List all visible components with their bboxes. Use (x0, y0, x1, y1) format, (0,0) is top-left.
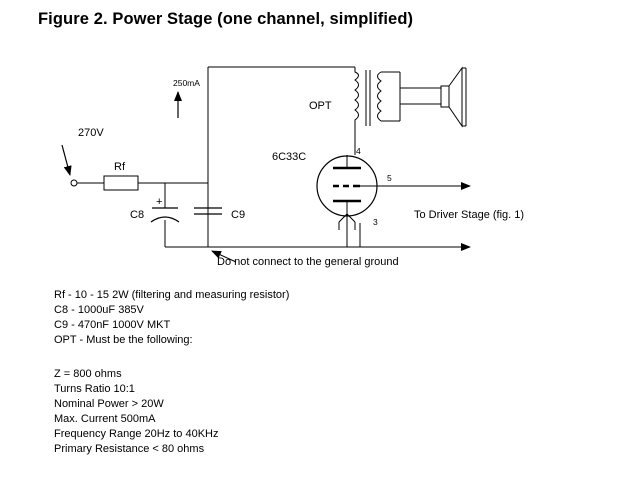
part-opt: OPT - Must be the following: (54, 334, 193, 346)
driver-stage-label: To Driver Stage (fig. 1) (414, 209, 524, 221)
figure-title: Figure 2. Power Stage (one channel, simp… (38, 10, 414, 28)
rf-resistor (103, 175, 139, 191)
pin3-label: 3 (373, 217, 378, 227)
supply-voltage-arrow (61, 144, 72, 176)
spec-frequency-range: Frequency Range 20Hz to 40KHz (54, 428, 219, 440)
spec-impedance: Z = 800 ohms (54, 368, 122, 380)
part-c8: C8 - 1000uF 385V (54, 304, 144, 316)
c8-capacitor (150, 207, 180, 223)
pin5-label: 5 (387, 173, 392, 183)
part-rf: Rf - 10 - 15 2W (filtering and measuring… (54, 289, 290, 301)
current-label: 250mA (173, 78, 200, 88)
output-transformer (354, 67, 401, 128)
tube-label: 6C33C (272, 151, 306, 163)
supply-voltage-label: 270V (78, 127, 104, 139)
c8-label: C8 (130, 209, 144, 221)
rf-label: Rf (114, 161, 126, 173)
spec-turns-ratio: Turns Ratio 10:1 (54, 383, 135, 395)
pin4-label: 4 (356, 146, 361, 156)
speaker-icon (400, 66, 467, 128)
opt-label: OPT (309, 100, 332, 112)
c9-capacitor (194, 207, 222, 247)
parts-list: Rf - 10 - 15 2W (filtering and measuring… (54, 288, 289, 348)
ground-note-arrow (211, 250, 237, 263)
c9-label: C9 (231, 209, 245, 221)
input-terminal (70, 179, 78, 187)
c8-polarity-mark: + (156, 196, 162, 208)
spec-primary-resistance: Primary Resistance < 80 ohms (54, 443, 205, 455)
spec-nominal-power: Nominal Power > 20W (54, 398, 164, 410)
part-c9: C9 - 470nF 1000V MKT (54, 319, 171, 331)
triode-tube-icon (316, 155, 378, 230)
ground-note-label: Do not connect to the general ground (217, 256, 399, 268)
opt-specs-list: Z = 800 ohms Turns Ratio 10:1 Nominal Po… (54, 367, 218, 457)
spec-max-current: Max. Current 500mA (54, 413, 156, 425)
